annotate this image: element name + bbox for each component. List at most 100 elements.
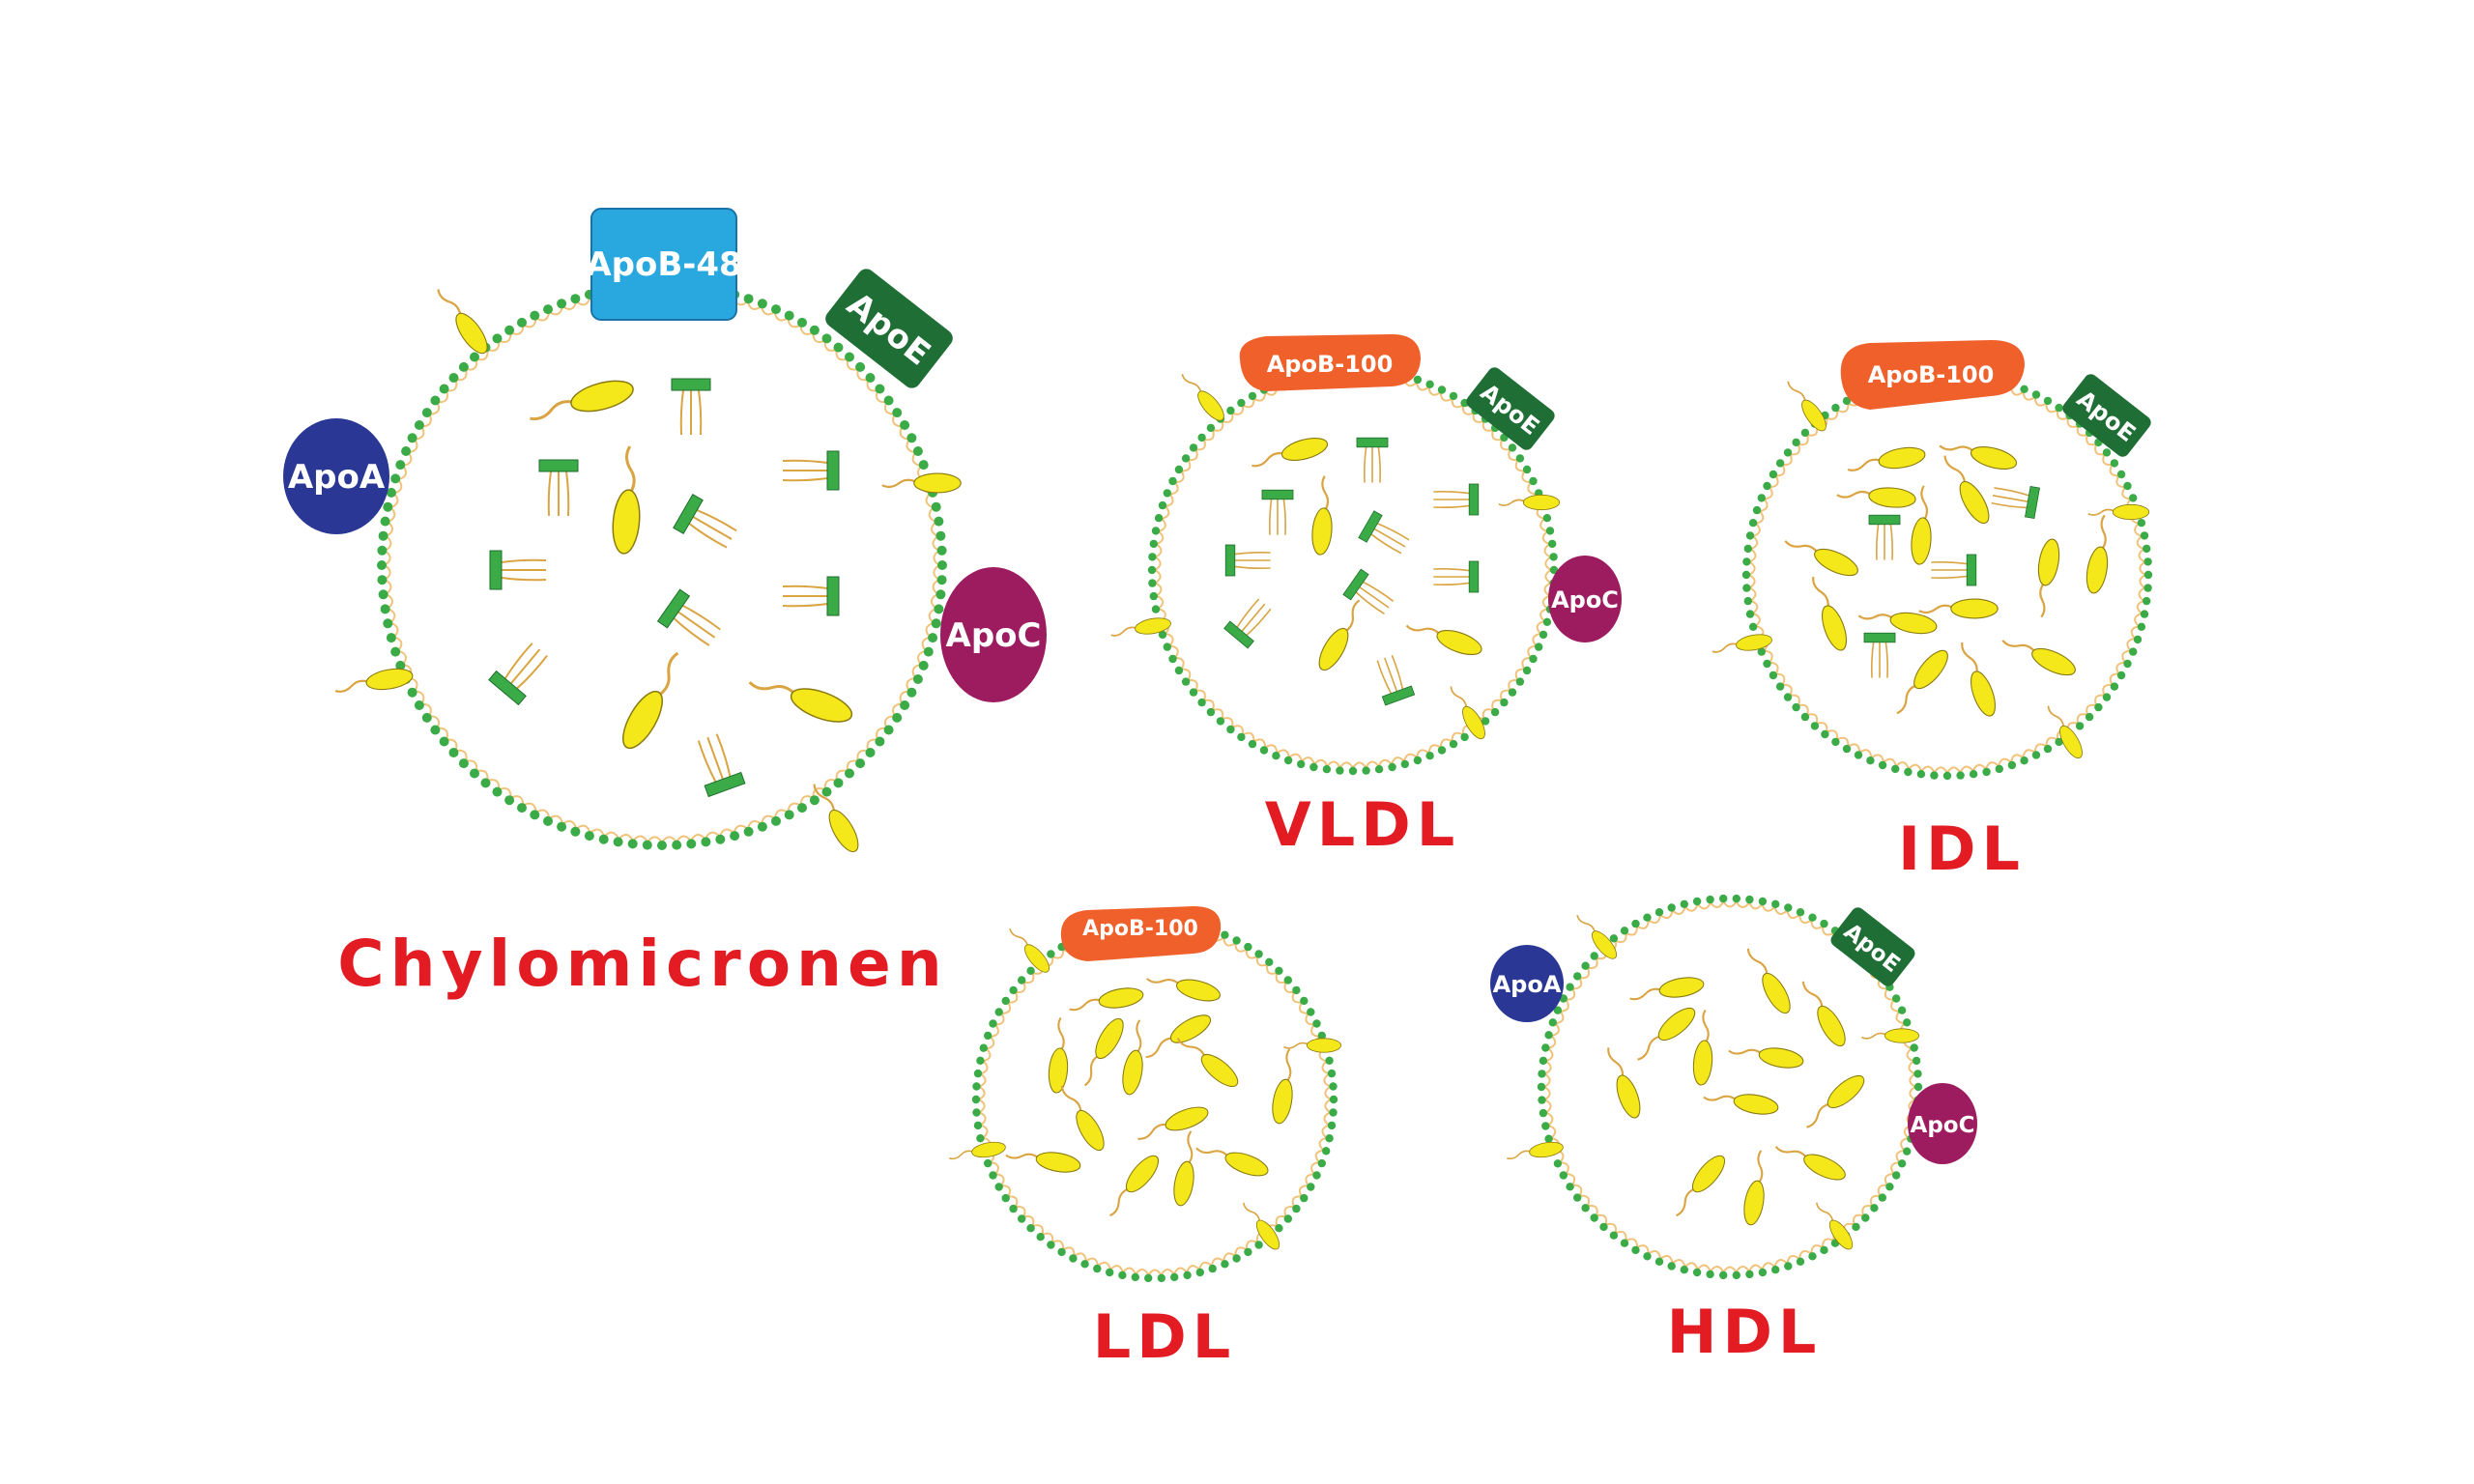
fatty-acid-chain <box>679 389 684 436</box>
lipid-head <box>1169 1014 1212 1043</box>
phospholipid-head <box>1892 1171 1901 1180</box>
phospholipid-head <box>1529 654 1538 664</box>
phospholipid-head <box>1796 1257 1805 1267</box>
phospholipid-head <box>1643 1252 1652 1261</box>
apoa-label: ApoA <box>1493 971 1562 998</box>
phospholipid-head <box>1515 677 1525 686</box>
phospholipid-head <box>1388 762 1396 772</box>
phospholipid-head <box>1538 1070 1546 1078</box>
phospholipid-head <box>1515 454 1525 463</box>
phospholipid-head <box>2140 531 2149 540</box>
lipid-tail <box>1774 1146 1809 1160</box>
cholesterol-ester <box>1931 554 1977 586</box>
lipid-tail <box>1251 452 1287 468</box>
phospholipid-head <box>1861 1213 1870 1222</box>
phospholipid-head <box>1244 1247 1252 1257</box>
apoc-label: ApoC <box>1551 586 1619 614</box>
fatty-acid-chain <box>1246 608 1272 637</box>
triglyceride <box>1272 1048 1293 1125</box>
phospholipid-head <box>1820 919 1828 928</box>
phospholipid-head <box>407 687 417 698</box>
lipid-tail <box>1137 1123 1170 1140</box>
phospholipid-head <box>1757 494 1767 502</box>
sterol-ring <box>673 493 704 535</box>
phospholipid-head <box>1930 771 1939 780</box>
phospholipid-head <box>1197 698 1206 707</box>
lipid-tail <box>1284 1048 1292 1085</box>
phospholipid-head <box>1784 903 1793 912</box>
phospholipid-head <box>1244 942 1252 952</box>
lipid-head <box>1970 446 2018 470</box>
phospholipid-head <box>1654 908 1664 917</box>
phospholipid-head <box>833 778 844 788</box>
surface-lipid <box>1816 1202 1854 1250</box>
particle-label-chylomicronen: Chylomicronen <box>337 927 948 1001</box>
phospholipid-head <box>994 1183 1003 1191</box>
fatty-acid-chain <box>1282 499 1286 535</box>
phospholipid-tails <box>383 286 941 844</box>
phospholipid-head <box>989 1019 997 1028</box>
apob100-protein: ApoB-100 <box>1239 334 1421 391</box>
sterol-ring <box>489 550 503 590</box>
lipid-head <box>612 489 641 555</box>
phospholipid-head <box>2055 403 2063 413</box>
lipid-head <box>1911 517 1932 565</box>
fatty-acid-chain <box>1992 494 2028 502</box>
lipid-head <box>1280 438 1329 461</box>
phospholipid-head <box>2075 722 2085 730</box>
phospholipid-head <box>771 304 781 315</box>
lipid-tail <box>1857 614 1896 621</box>
lipid-tail <box>1498 499 1528 506</box>
phospholipid-head <box>2031 390 2041 399</box>
triglyceride <box>1005 1152 1081 1173</box>
phospholipid-head <box>2140 610 2149 618</box>
fatty-acid-chain <box>698 389 703 436</box>
fatty-acid-chain <box>501 577 547 582</box>
cholesterol-ester <box>1356 437 1389 483</box>
phospholipid-head <box>845 768 854 779</box>
lipid-tail <box>437 289 462 318</box>
apoa-protein: ApoA <box>1490 945 1564 1022</box>
phospholipid-head <box>1775 682 1785 691</box>
sterol-ring <box>1468 560 1480 593</box>
triglyceride <box>1060 1085 1105 1152</box>
phospholipid-head <box>1118 1270 1127 1280</box>
lipid-head <box>1522 494 1561 511</box>
triglyceride <box>1311 475 1333 556</box>
phospholipid-head <box>377 545 388 556</box>
lipid-head <box>1200 1053 1239 1088</box>
phospholipid-head <box>401 446 412 456</box>
phospholipid-head <box>875 384 885 394</box>
lipid-head <box>2031 647 2076 676</box>
lipid-tail <box>1784 540 1820 556</box>
phospholipid-head <box>1195 1268 1205 1277</box>
triglyceride <box>1676 1155 1726 1217</box>
phospholipid-head <box>1329 1082 1338 1091</box>
phospholipid-head <box>1437 746 1447 755</box>
phospholipid-head <box>730 831 740 842</box>
phospholipid-head <box>383 618 393 629</box>
apoe-protein: ApoE <box>825 269 953 388</box>
phospholipid-head <box>1942 771 1952 781</box>
phospholipid-head <box>1913 1082 1923 1092</box>
phospholipid-head <box>1692 1268 1702 1277</box>
fatty-acid-chain <box>688 523 728 549</box>
sterol-ring <box>1863 632 1896 643</box>
lipid-tail <box>1787 381 1807 404</box>
phospholipid-head <box>976 1056 985 1066</box>
phospholipid-head <box>1309 762 1318 772</box>
phospholipid-head <box>1897 1006 1907 1014</box>
surface-lipid <box>1450 686 1485 740</box>
phospholipid-head <box>1307 1008 1315 1016</box>
lipid-head <box>365 668 414 691</box>
fatty-acid-chain <box>1363 581 1395 602</box>
lipid-tail <box>2087 508 2117 516</box>
phospholipid-head <box>439 384 449 394</box>
triglyceride <box>1746 948 1791 1014</box>
phospholipid-head <box>1541 1043 1550 1052</box>
phospholipid-head <box>809 325 820 335</box>
apob100-label: ApoB-100 <box>1082 917 1198 941</box>
phospholipid-head <box>1748 519 1758 528</box>
triglyceride <box>1637 1007 1696 1061</box>
phospholipid-head <box>1413 756 1423 765</box>
